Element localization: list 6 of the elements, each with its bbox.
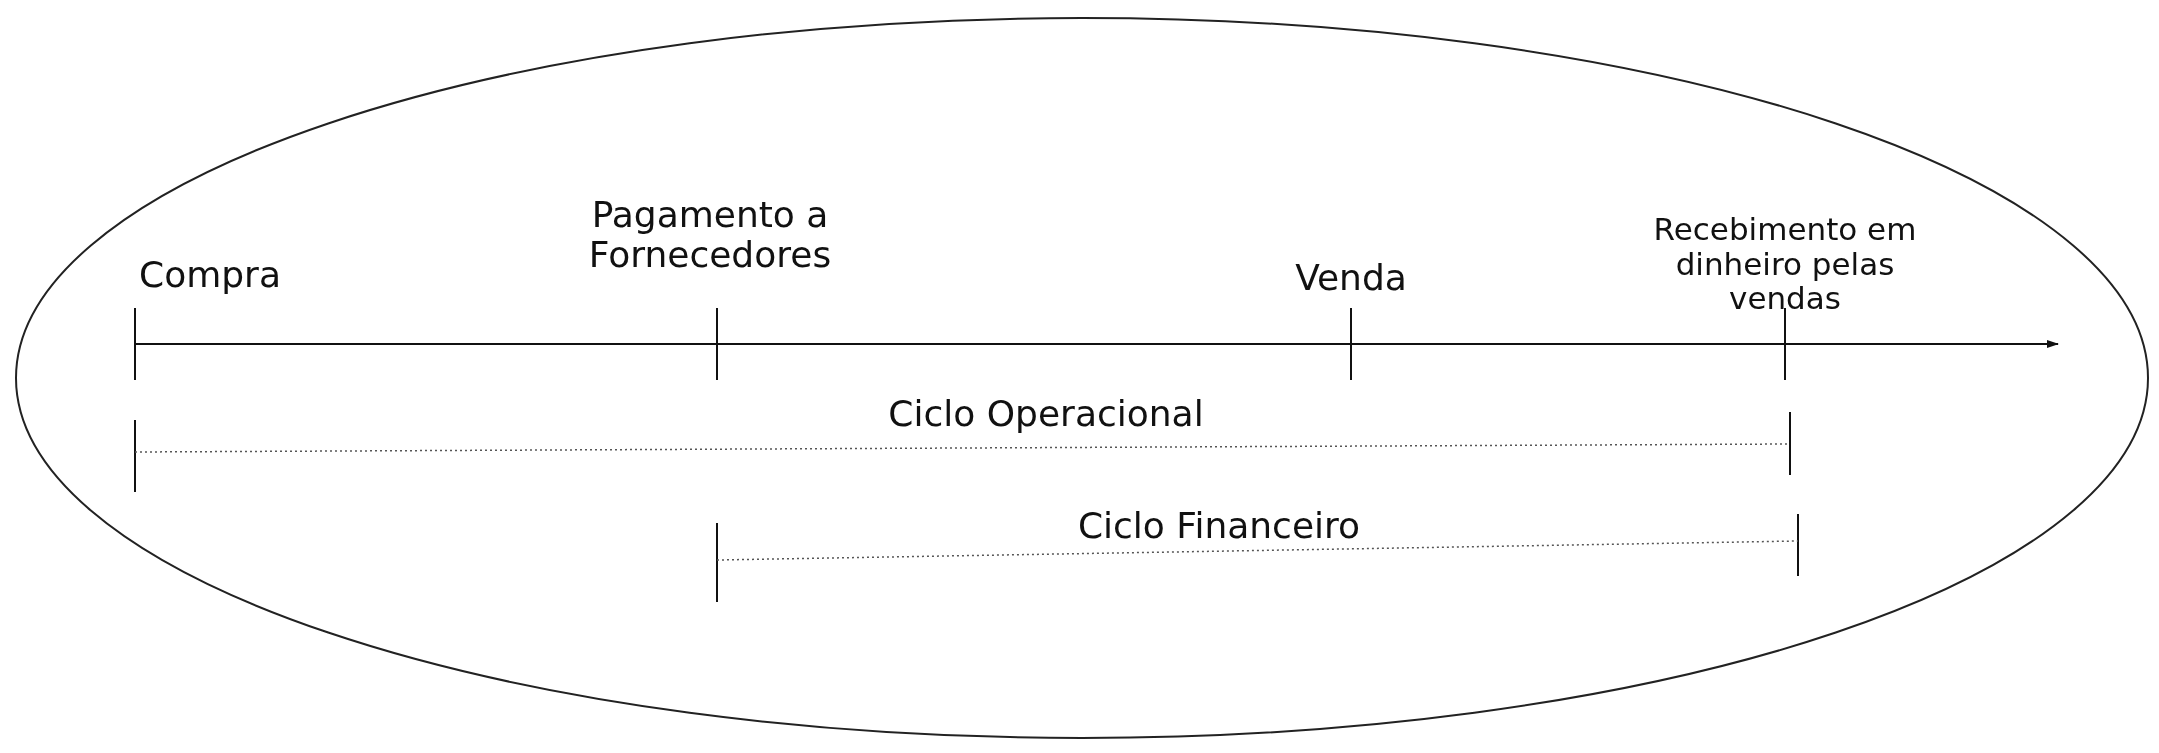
event-label: Compra (138, 255, 282, 296)
cycle-label: Ciclo Operacional (887, 394, 1205, 435)
event-label: Pagamento a Fornecedores (587, 195, 833, 276)
event-label: Recebimento em dinheiro pelas vendas (1652, 212, 1918, 317)
event-label: Venda (1294, 258, 1408, 299)
cycle-label: Ciclo Financeiro (1076, 506, 1362, 547)
